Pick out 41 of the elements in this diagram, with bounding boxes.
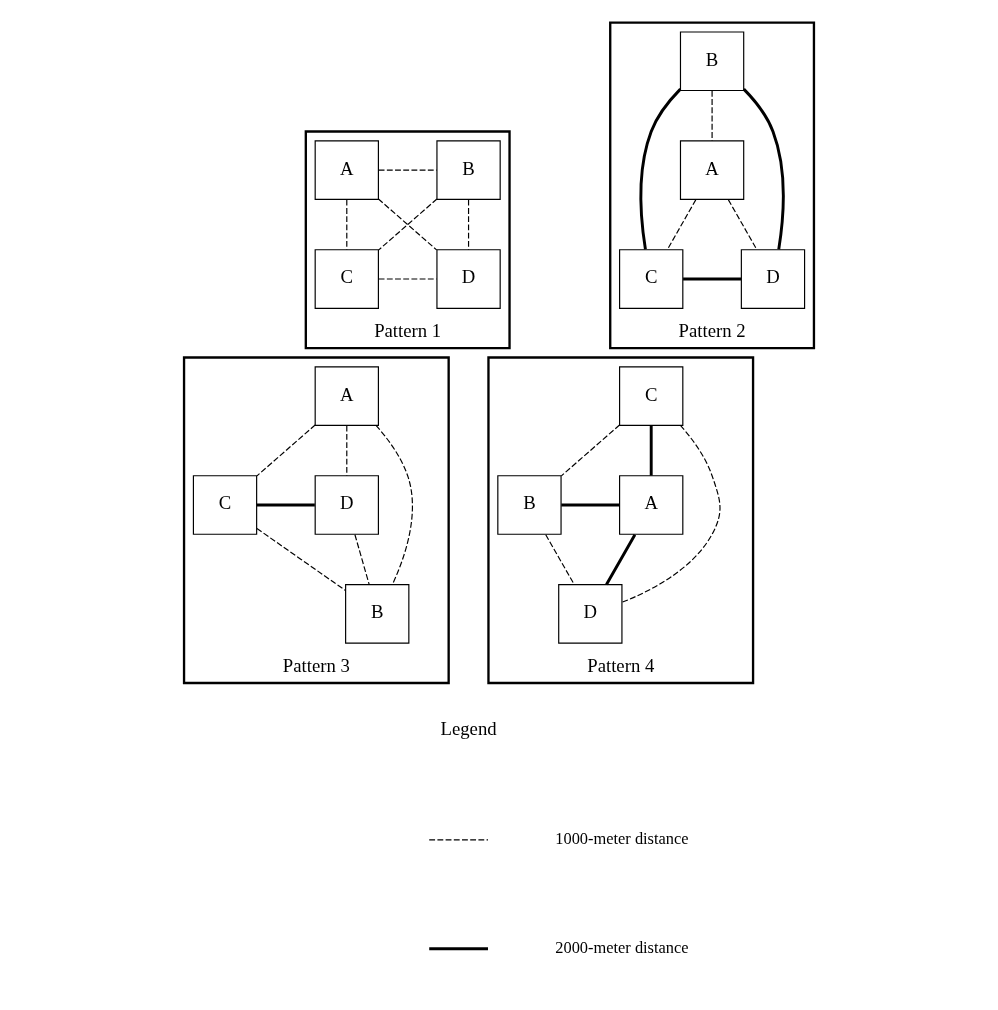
connector — [545, 534, 575, 586]
connector — [683, 277, 741, 281]
node-box: A — [314, 366, 379, 426]
node-box: C — [619, 249, 684, 309]
node-box: A — [619, 475, 684, 535]
node-box: A — [314, 140, 379, 200]
node-box: B — [436, 140, 501, 200]
connector — [256, 527, 346, 591]
node-box: A — [679, 140, 745, 200]
node-box: B — [497, 475, 562, 535]
connector — [346, 199, 348, 251]
node-box: D — [740, 249, 806, 309]
node-box: B — [679, 31, 745, 92]
connector — [346, 425, 348, 477]
connector — [467, 199, 470, 251]
connector — [666, 199, 697, 251]
connector — [256, 424, 316, 477]
connector — [605, 534, 637, 586]
connector — [560, 424, 621, 477]
node-box: C — [314, 249, 379, 309]
connector — [727, 199, 758, 251]
legend-label: 2000-meter distance — [555, 938, 689, 958]
node-box: D — [314, 475, 379, 535]
node-box: C — [619, 366, 684, 426]
connector — [354, 534, 370, 586]
node-box: D — [558, 584, 623, 644]
connector — [649, 425, 653, 476]
node-box: D — [436, 249, 501, 309]
connector — [711, 90, 713, 142]
connector — [256, 503, 315, 507]
node-box: C — [192, 475, 258, 535]
connector — [621, 424, 721, 603]
connector — [561, 503, 620, 507]
connector — [378, 278, 438, 280]
label: Legend — [440, 718, 497, 740]
connector — [378, 169, 438, 171]
legend-label: 1000-meter distance — [555, 829, 689, 849]
connector — [375, 424, 413, 585]
node-box: B — [345, 584, 410, 644]
connector — [639, 88, 682, 250]
connector — [742, 88, 785, 250]
